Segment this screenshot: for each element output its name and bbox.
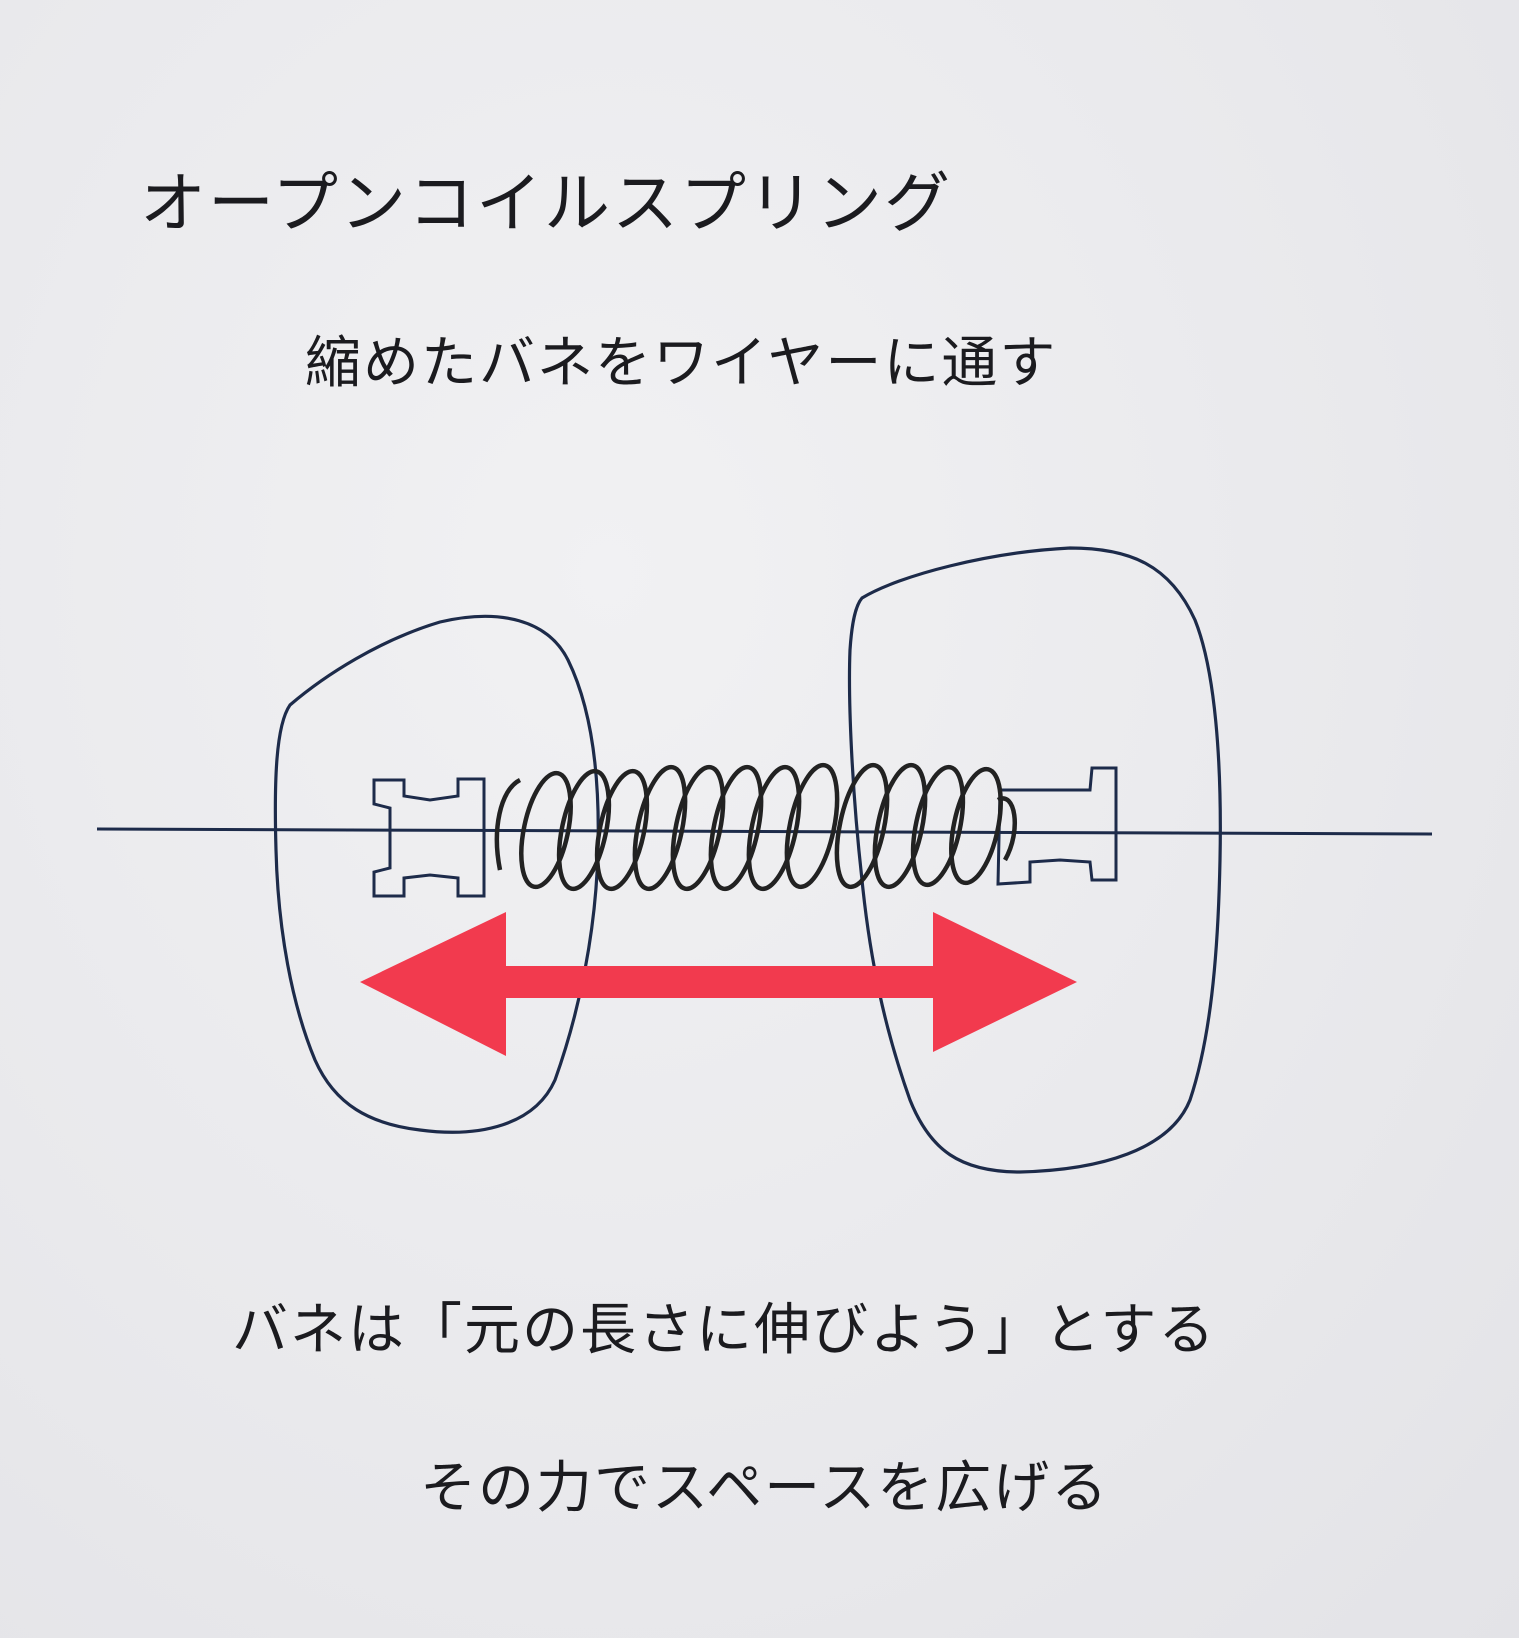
left-tooth-outline: [273, 614, 600, 1134]
left-bracket: [372, 777, 486, 898]
open-coil-spring: [494, 762, 1018, 892]
caption-line-1: バネは「元の長さに伸びよう」とする: [232, 1298, 1217, 1363]
wire: [96, 827, 1433, 836]
right-tooth-outline: [847, 546, 1222, 1174]
diagram-title: オープンコイルスプリング: [140, 165, 953, 242]
diagram-subtitle: 縮めたバネをワイヤーに通す: [305, 331, 1058, 396]
caption-line-2: その力でスペースを広げる: [420, 1456, 1110, 1521]
right-bracket: [996, 766, 1118, 886]
double-headed-arrow: [360, 912, 1077, 1056]
